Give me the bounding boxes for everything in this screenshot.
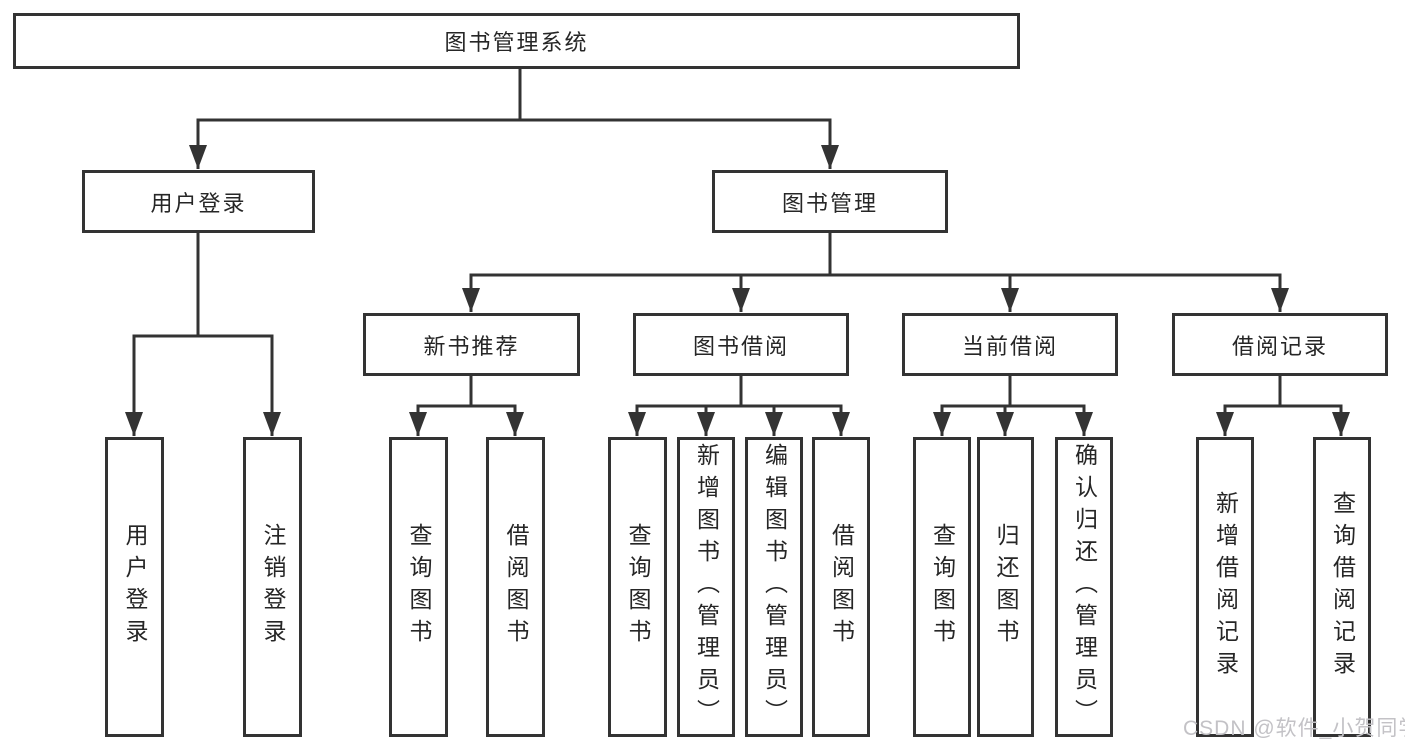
node-new-book-recommendation: 新书推荐	[363, 313, 580, 376]
connector-book-management-group	[462, 233, 1289, 312]
node-leaf-borrow-books-1: 借阅图书	[486, 437, 545, 737]
node-label: 确认归还（管理员）	[1071, 443, 1098, 731]
node-label: 图书管理	[781, 190, 878, 216]
node-label: 查询图书	[625, 523, 651, 651]
node-label: 新增借阅记录	[1212, 491, 1239, 683]
node-leaf-borrow-books-2: 借阅图书	[812, 437, 870, 737]
node-label: 编辑图书（管理员）	[761, 443, 788, 731]
node-leaf-add-books-admin: 新增图书（管理员）	[677, 437, 735, 737]
watermark: CSDN @软件_小贺同学	[1183, 717, 1405, 740]
node-leaf-return-books: 归还图书	[977, 437, 1034, 737]
node-label: 借阅图书	[503, 523, 529, 651]
connector-root-to-level2	[189, 68, 839, 169]
node-library-management-system: 图书管理系统	[13, 13, 1020, 69]
connector-user-login-group	[125, 233, 281, 436]
node-borrowing-records: 借阅记录	[1172, 313, 1388, 376]
node-current-borrowing: 当前借阅	[902, 313, 1118, 376]
node-label: 新书推荐	[423, 333, 520, 359]
node-label: 当前借阅	[961, 333, 1058, 359]
connector-book-borrow-group	[628, 376, 850, 436]
node-book-borrowing: 图书借阅	[633, 313, 849, 376]
node-leaf-confirm-return-admin: 确认归还（管理员）	[1055, 437, 1113, 737]
node-leaf-query-books-2: 查询图书	[608, 437, 667, 737]
node-label: 用户登录	[122, 523, 148, 651]
node-leaf-query-books-3: 查询图书	[913, 437, 971, 737]
node-leaf-add-borrow-record: 新增借阅记录	[1196, 437, 1254, 737]
node-user-login: 用户登录	[82, 170, 315, 233]
node-book-management: 图书管理	[712, 170, 948, 233]
connector-new-book-group	[409, 376, 524, 436]
node-label: 查询图书	[929, 523, 956, 651]
node-label: 借阅记录	[1231, 333, 1328, 359]
node-leaf-query-borrow-record: 查询借阅记录	[1313, 437, 1371, 737]
node-label: 归还图书	[993, 523, 1019, 651]
node-leaf-logout: 注销登录	[243, 437, 302, 737]
node-label: 图书借阅	[692, 333, 789, 359]
node-leaf-edit-books-admin: 编辑图书（管理员）	[745, 437, 803, 737]
connector-borrow-record-group	[1216, 376, 1350, 436]
node-leaf-query-books-1: 查询图书	[389, 437, 448, 737]
node-label: 注销登录	[260, 523, 286, 651]
node-label: 图书管理系统	[444, 30, 589, 55]
node-label: 新增图书（管理员）	[693, 443, 720, 731]
node-leaf-user-login: 用户登录	[105, 437, 164, 737]
node-label: 查询借阅记录	[1329, 491, 1356, 683]
connector-current-borrow-group	[933, 376, 1093, 436]
node-label: 查询图书	[406, 523, 432, 651]
node-label: 借阅图书	[828, 523, 855, 651]
node-label: 用户登录	[150, 190, 247, 216]
